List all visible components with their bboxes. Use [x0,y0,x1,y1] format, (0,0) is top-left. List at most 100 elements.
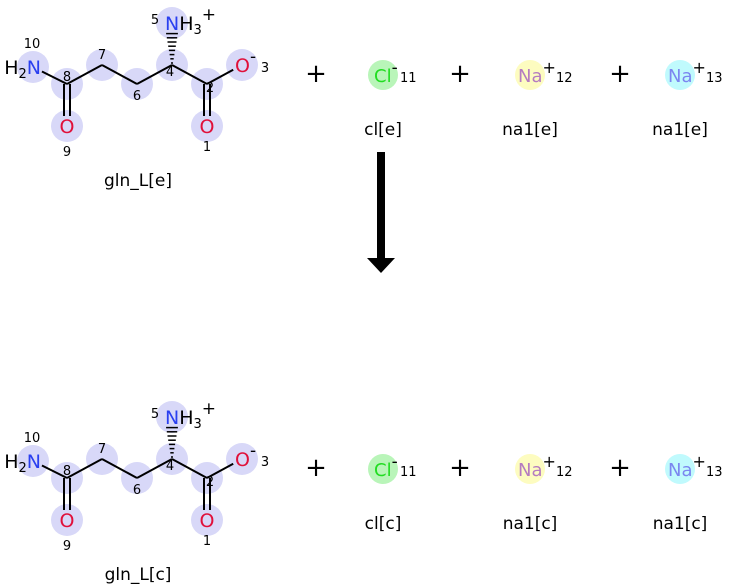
species-label: cl[e] [364,120,402,140]
ion-charge: - [392,58,398,78]
atom-highlight-o3 [226,49,258,81]
bond-c4-c2 [171,64,208,85]
ion-highlight [665,60,695,90]
plus-sign: + [449,59,471,89]
atom-label-n5: NH3+ [165,399,216,432]
atom-label-o3: O- [235,441,256,471]
ion-symbol: Na+ [668,58,706,87]
ion-index: 13 [706,71,723,86]
atom-index-o1: 1 [203,140,211,155]
species-label: na1[c] [503,514,558,534]
bond-c6-c4 [136,458,173,479]
atom-index-o9: 9 [63,539,71,554]
bond-c8-c7 [66,64,103,85]
atom-index-n5: 5 [151,13,159,28]
atom-index-o3: 3 [261,455,269,470]
bond-n10-c8 [41,70,68,85]
reactant-gln-molecule: H2N NH3+ O- O O 10 8 9 7 6 4 5 2 1 3 gln_L[e] [4,5,269,191]
atom-index-c4: 4 [166,65,174,80]
species-label: na1[e] [652,120,708,140]
atom-label-o1: O [200,510,215,532]
atom-index-c8: 8 [63,70,71,85]
ion-index: 12 [556,465,573,480]
atom-index-c7: 7 [98,48,106,63]
atom-label-o3: O- [235,47,256,77]
species-label: na1[e] [502,120,558,140]
atom-highlight-o9 [51,110,83,142]
atom-highlight-n10 [17,51,49,83]
atom-index-c6: 6 [133,89,141,104]
atom-label-o9: O [60,116,75,138]
ion-highlight [515,60,545,90]
ion-highlight [368,60,398,90]
arrow-head [367,258,395,273]
atom-label-n10: H2N [4,57,41,82]
ion-index: 11 [400,71,417,86]
bond-c6-c4 [136,64,173,85]
ion-charge: + [543,452,556,471]
species-label: cl[c] [365,514,402,534]
atom-index-n5: 5 [151,407,159,422]
plus-sign: + [305,59,327,89]
bond-c7-c6 [101,64,138,85]
atom-index-c8: 8 [63,464,71,479]
hashed-wedge-bond [166,426,178,458]
bond-c7-c6 [101,458,138,479]
product-gln-molecule: H2N NH3+ O- O O 10 8 9 7 6 4 5 2 1 3 gln_L[c] [4,399,269,585]
atom-highlight-o1 [191,110,223,142]
bond-c4-c2 [171,458,208,479]
reactant-ion-3: Na+13 na1[e] [652,58,722,140]
atom-index-c4: 4 [166,459,174,474]
atom-index-c7: 7 [98,442,106,457]
ion-charge: - [392,452,398,472]
atom-index-c6: 6 [133,483,141,498]
ion-highlight [515,454,545,484]
ion-symbol: Na+ [518,58,556,87]
reactant-ion-2: Na+12 na1[e] [502,58,572,140]
atom-highlight-n10 [17,445,49,477]
ion-charge: + [693,452,706,471]
atom-label-n5: NH3+ [165,5,216,38]
atom-index-o9: 9 [63,145,71,160]
atom-index-o3: 3 [261,61,269,76]
species-label-gln: gln_L[e] [104,171,172,191]
ion-charge: + [693,58,706,77]
atom-highlight-n5 [156,7,188,39]
atom-highlight-o1 [191,504,223,536]
plus-sign: + [449,453,471,483]
atom-highlight-o3 [226,443,258,475]
reactant-ion-1: Cl-11 cl[e] [364,58,416,140]
species-label-gln: gln_L[c] [105,565,172,585]
arrow-shaft [377,152,385,260]
ion-symbol: Na+ [518,452,556,481]
plus-sign: + [609,59,631,89]
ion-symbol: Cl- [374,452,398,481]
bond-c2-o3 [206,68,234,85]
plus-sign: + [609,453,631,483]
atom-index-n10: 10 [24,37,41,52]
bond-c2-o3 [206,462,234,479]
atom-index-c2: 2 [206,475,214,490]
ion-index: 12 [556,71,573,86]
atom-index-c2: 2 [206,81,214,96]
product-ion-2: Na+12 na1[c] [503,452,573,534]
hashed-wedge-bond [166,32,178,64]
atom-label-o1: O [200,116,215,138]
ion-symbol: Cl- [374,58,398,87]
atom-label-o9: O [60,510,75,532]
ion-highlight [368,454,398,484]
bond-c8-c7 [66,458,103,479]
reaction-arrow-icon [367,152,395,273]
product-ion-1: Cl-11 cl[c] [365,452,417,534]
ion-charge: + [543,58,556,77]
atom-index-o1: 1 [203,534,211,549]
bond-n10-c8 [41,464,68,479]
atom-highlight-n5 [156,401,188,433]
atom-label-n10: H2N [4,451,41,476]
atom-highlight-o9 [51,504,83,536]
atom-index-n10: 10 [24,431,41,446]
ion-index: 11 [400,465,417,480]
